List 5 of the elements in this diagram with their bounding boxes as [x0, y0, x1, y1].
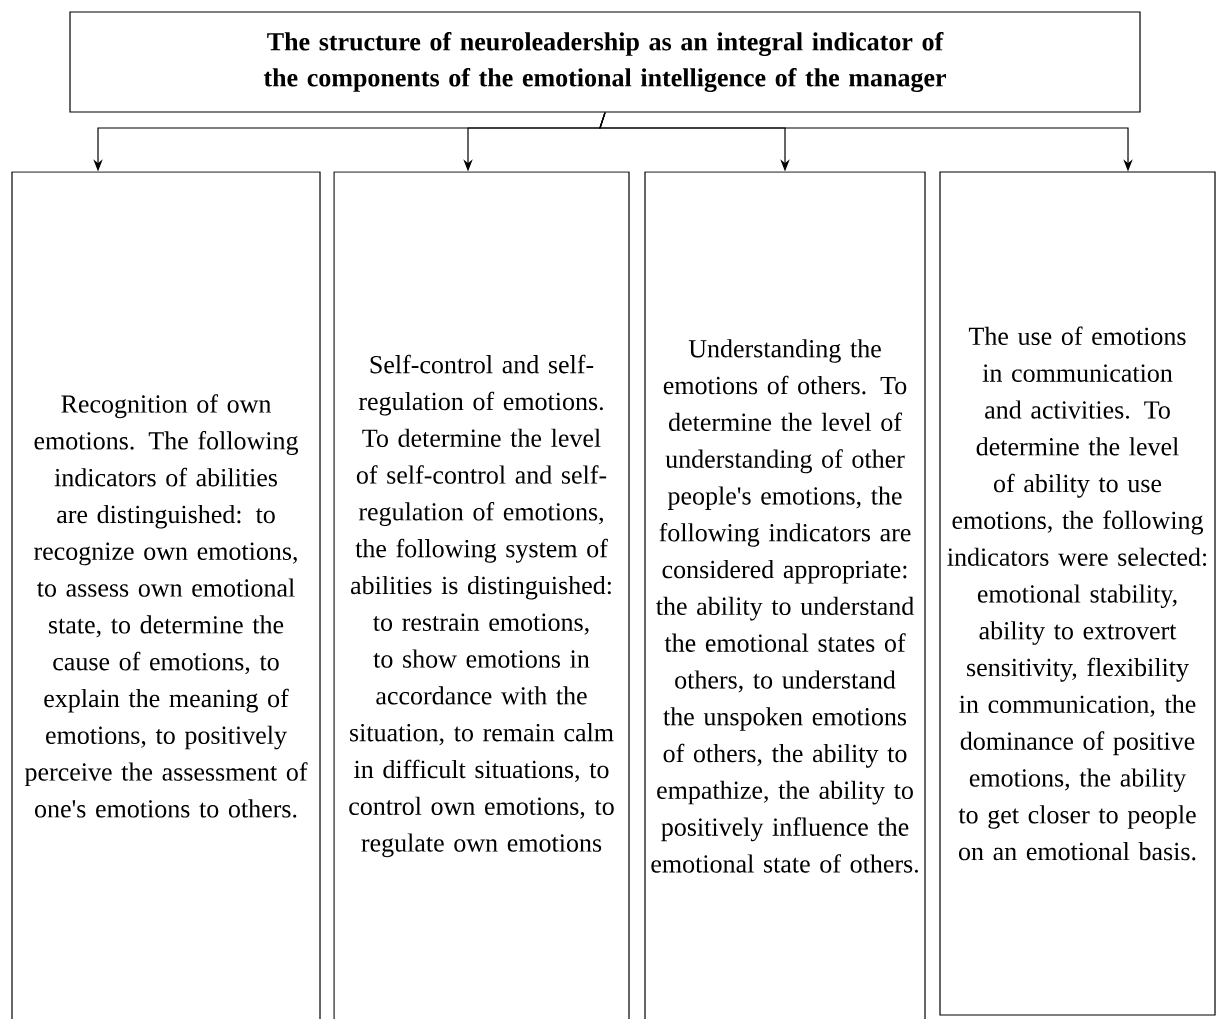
text-box: Self-control and self-regulation of emotions. To determine the level of self-control and self-regulation of emotions, the following system of abilities is distinguished: to restrain emotions, to show emotions in accordance with the situation, to remain calm in difficult situations, to control own emotions, to regulate own emotions — [333, 171, 630, 1019]
title-box: The structure of neuroleadership as an integral indicator of the components of the emotional intelligence of the manager — [69, 11, 1141, 113]
text-box: Recognition of own emotions. The following indicators of abilities are distinguished: to recognize own emotions, to assess own emotional state, to determine the cause of emotions, to explain the meaning of emotions, to positively perceive the assessment of one's emotions to others. — [11, 171, 321, 1019]
text-box: The use of emotions in communication and activities. To determine the level of ability to use emotions, the following indicators were selected: emotional stability, ability to extrovert sensitivity, flexibility in communication, the dominance of positive emotions, the ability to get closer to people on an emotional basis. — [939, 171, 1216, 1016]
text-box: Understanding the emotions of others. To determine the level of understanding of other people's emotions, the following indicators are considered appropriate: the ability to understand the emotional states of others, to understand the unspoken emotions of others, the ability to empathize, the ability to positively influence the emotional state of others. — [644, 171, 926, 1019]
